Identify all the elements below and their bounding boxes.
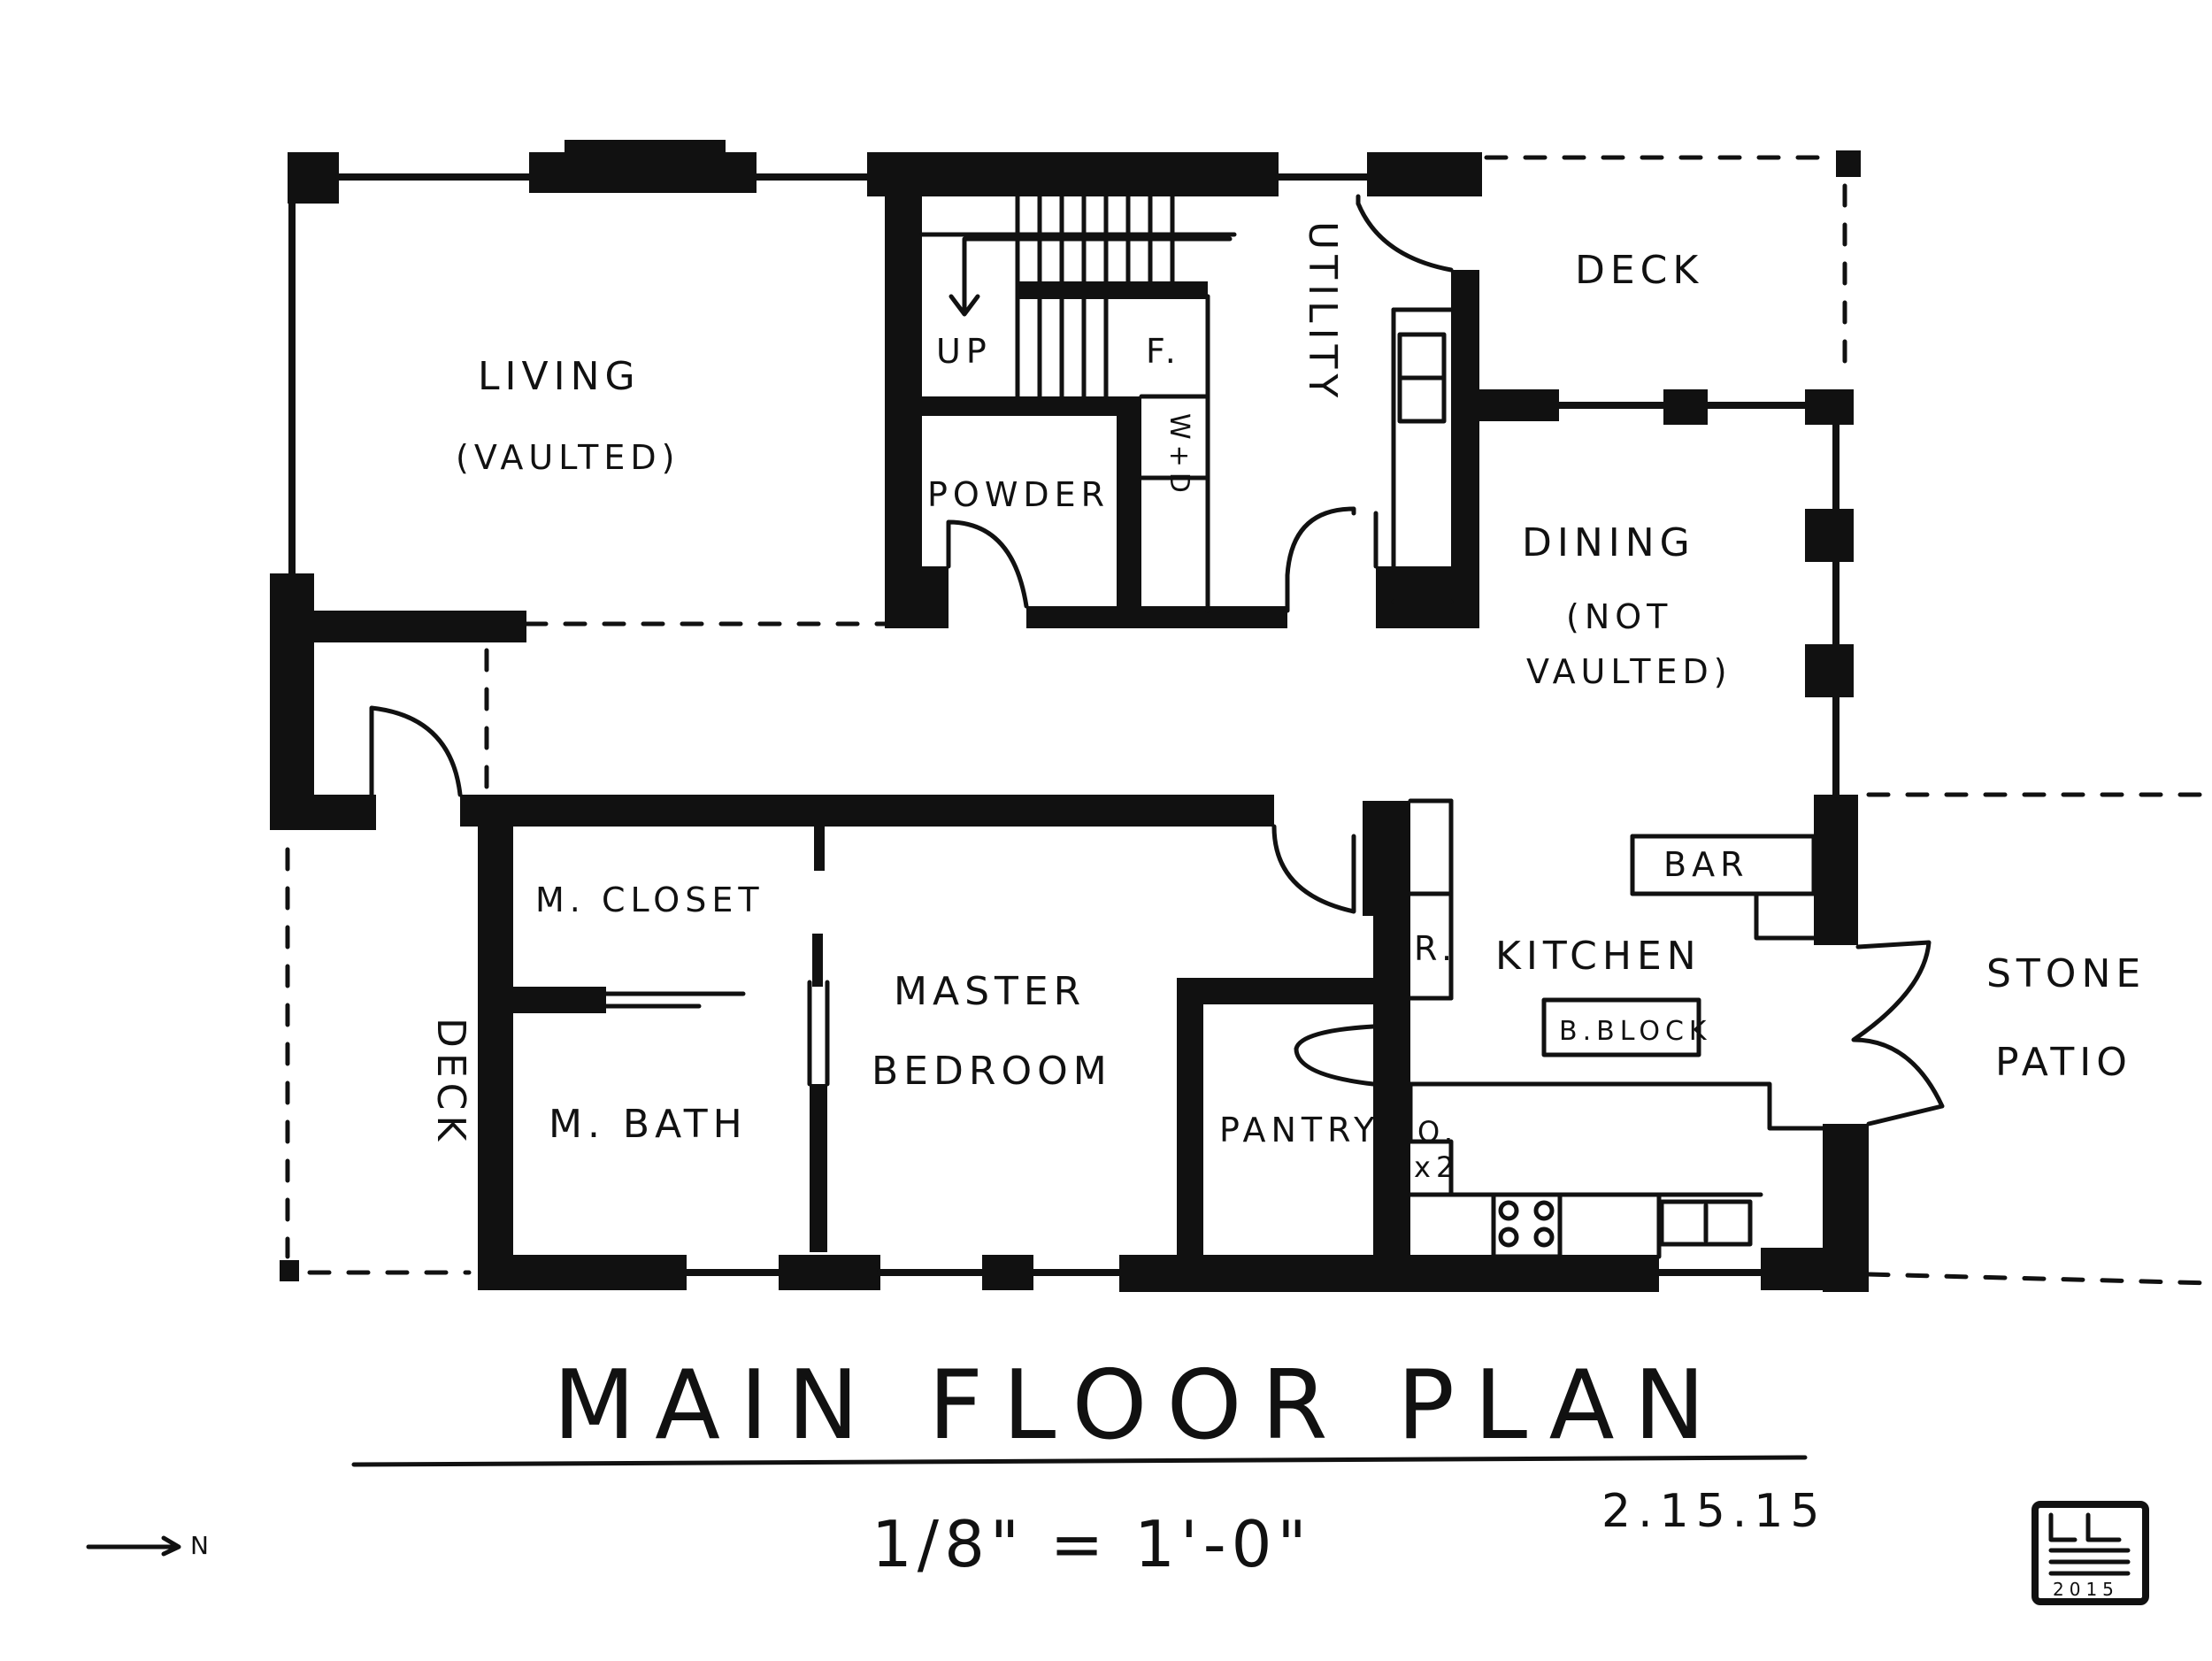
label-utility: UTILITY: [1300, 221, 1345, 403]
label-bar: BAR: [1663, 845, 1748, 884]
label-wd: W+D: [1164, 413, 1194, 498]
label-kitchen: KITCHEN: [1495, 934, 1701, 979]
kitchen-area: [1177, 798, 1945, 1259]
label-m-closet: M. CLOSET: [535, 880, 764, 919]
label-b-block: B.BLOCK: [1559, 1016, 1712, 1047]
stamp-year: 2015: [2053, 1579, 2119, 1600]
label-patio: PATIO: [1995, 1040, 2132, 1085]
label-f: F.: [1146, 332, 1181, 371]
label-deck-top: DECK: [1575, 248, 1703, 293]
room-labels: LIVING (VAULTED) UP F. W+D UTILITY POWDE…: [428, 221, 2146, 1184]
plan-date: 2.15.15: [1601, 1485, 1826, 1538]
title-block: MAIN FLOOR PLAN 1/8" = 1'-0" 2.15.15: [351, 1350, 1826, 1581]
label-dining-note-1: (NOT: [1566, 597, 1672, 636]
label-oven-2: x2: [1414, 1150, 1459, 1184]
label-up: UP: [936, 332, 992, 371]
stair-core: [484, 194, 1559, 790]
label-m-bath: M. BATH: [549, 1102, 748, 1147]
label-powder: POWDER: [927, 475, 1110, 514]
master-suite: [369, 705, 1356, 1290]
label-oven-1: O.: [1417, 1115, 1458, 1149]
label-deck-side: DECK: [428, 1018, 473, 1146]
label-master-2: BEDROOM: [872, 1049, 1112, 1094]
label-r: R.: [1414, 929, 1457, 968]
exterior-walls: [270, 140, 2212, 1292]
label-dining: DINING: [1522, 520, 1695, 565]
label-stone: STONE: [1986, 951, 2146, 996]
label-living-note: (VAULTED): [456, 438, 680, 477]
north-label: N: [190, 1531, 209, 1560]
stamp-logo: [2032, 1501, 2149, 1605]
label-master-1: MASTER: [894, 969, 1086, 1014]
label-living: LIVING: [478, 354, 641, 399]
artist-stamp: 2015: [2032, 1501, 2149, 1605]
north-arrow: N: [86, 1531, 209, 1560]
plan-title: MAIN FLOOR PLAN: [553, 1350, 1724, 1461]
label-pantry: PANTRY: [1219, 1111, 1379, 1150]
plan-scale: 1/8" = 1'-0": [872, 1507, 1312, 1581]
label-dining-note-2: VAULTED): [1526, 652, 1732, 691]
